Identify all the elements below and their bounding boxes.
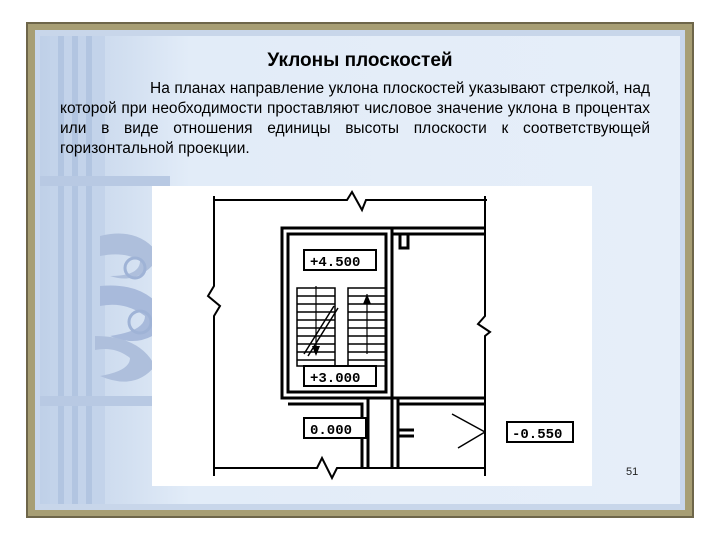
body-paragraph: На планах направление уклона плоскостей … [60, 79, 650, 159]
body-text: На планах направление уклона плоскостей … [60, 80, 650, 157]
floor-plan-drawing: +4.500 +3.000 0.000 -0.550 [152, 186, 592, 486]
elevation-label-floor: 0.000 [310, 423, 352, 439]
elevation-label-ground: -0.550 [512, 427, 562, 443]
page-number: 51 [626, 466, 639, 478]
slide-title: Уклоны плоскостей [267, 50, 453, 71]
elevation-label-top: +4.500 [310, 255, 360, 271]
elevation-label-landing: +3.000 [310, 371, 360, 387]
floor-plan-svg: +4.500 +3.000 0.000 -0.550 [206, 190, 574, 481]
